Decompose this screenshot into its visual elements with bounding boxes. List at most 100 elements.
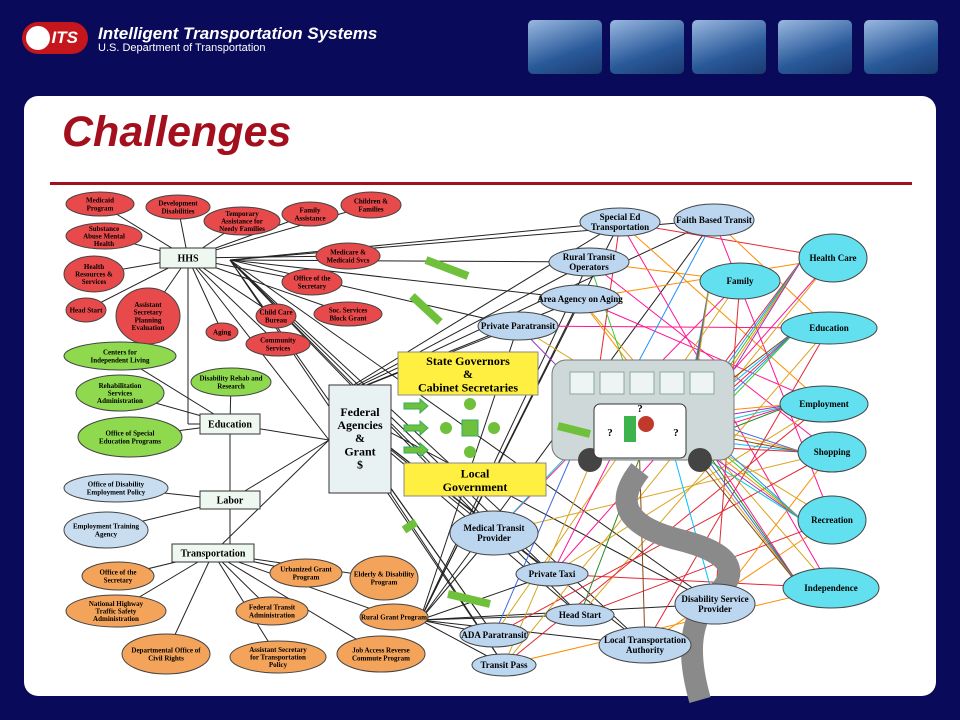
double-arrow-icon <box>401 518 419 534</box>
education-agency-node <box>63 341 177 371</box>
green-arrow-icon <box>403 441 429 459</box>
federal-agencies-box <box>328 384 392 494</box>
destination-node <box>798 233 868 283</box>
rider-hub <box>593 403 687 459</box>
bus-window <box>689 371 715 395</box>
title-divider <box>50 182 912 185</box>
connector-line <box>551 403 825 575</box>
bus-window <box>569 371 595 395</box>
labor-agency-node <box>63 511 149 549</box>
connector-line <box>579 519 833 616</box>
rider-question-left: ? <box>607 427 613 439</box>
its-badge-text: ITS <box>51 28 78 47</box>
header-photo-road <box>528 20 602 74</box>
provider-node <box>674 583 756 625</box>
dot-agency-node <box>81 561 155 591</box>
its-logo-mark <box>26 26 50 50</box>
connector-line <box>503 587 832 666</box>
destination-node-label: Shopping <box>814 447 851 457</box>
labor-agency-node <box>63 473 169 503</box>
bus-window <box>599 371 625 395</box>
bus-window <box>629 371 655 395</box>
destination-node <box>782 567 880 609</box>
connector-line <box>419 298 581 621</box>
connector-line <box>588 261 833 453</box>
provider-node <box>579 207 661 237</box>
dept-box-transportation <box>171 543 255 563</box>
header-title: Intelligent Transportation Systems <box>98 24 378 43</box>
destination-node-label: Education <box>809 323 849 333</box>
dept-box-education <box>199 413 261 435</box>
connector-line <box>644 327 830 646</box>
cross-arrow-down-icon <box>464 446 476 458</box>
dot-agency-node <box>336 635 426 673</box>
rider-question-top: ? <box>637 403 643 415</box>
header-photo-cars <box>692 20 766 74</box>
rider-question-right: ? <box>673 427 679 439</box>
header-photo-highway <box>778 20 852 74</box>
dot-agency-node <box>235 596 309 626</box>
page-title: Challenges <box>62 108 292 156</box>
road-graphic <box>615 463 741 704</box>
destination-node <box>797 431 867 473</box>
header-bar: ITS Intelligent Transportation Systems U… <box>0 0 960 90</box>
its-logo: ITS <box>22 22 88 54</box>
hhs-agency-node <box>255 303 297 329</box>
hhs-agency-node <box>281 201 339 227</box>
dept-box-labor-label: Labor <box>217 496 244 507</box>
green-arrow-icon <box>403 419 429 437</box>
hhs-agency-node <box>203 206 281 236</box>
destination-node-label: Health Care <box>809 253 856 263</box>
connector-line <box>579 298 825 405</box>
hhs-agency-node <box>245 331 311 357</box>
destination-node-label: Recreation <box>811 515 853 525</box>
connector-line <box>212 439 330 554</box>
hhs-agency-node <box>340 191 402 219</box>
education-agency-node <box>190 367 272 397</box>
cross-arrow-right-icon <box>488 422 500 434</box>
hhs-agency-node-label: Head Start <box>70 306 104 314</box>
destination-node <box>779 385 869 423</box>
dept-box-hhs <box>159 247 217 269</box>
connector-line <box>579 327 830 616</box>
hhs-agency-node <box>65 222 143 250</box>
double-arrow-icon <box>424 256 470 280</box>
dept-box-transportation-label: Transportation <box>181 549 246 560</box>
connector-line <box>229 439 330 501</box>
state-governors-box <box>397 351 539 396</box>
local-government-box <box>403 462 547 497</box>
connector-line <box>229 221 621 261</box>
education-agency-node <box>75 374 165 412</box>
hhs-agency-node-label: Medicare &Medicaid Svcs <box>327 249 370 265</box>
dot-agency-node <box>121 633 211 675</box>
bus-window <box>659 371 685 395</box>
rider-figure-icon <box>638 416 654 432</box>
hhs-agency-node <box>205 322 239 342</box>
dot-agency-node <box>229 640 327 674</box>
dot-agency-node <box>269 558 343 588</box>
connector-line <box>328 261 590 401</box>
hhs-agency-node-label: Aging <box>213 328 231 336</box>
